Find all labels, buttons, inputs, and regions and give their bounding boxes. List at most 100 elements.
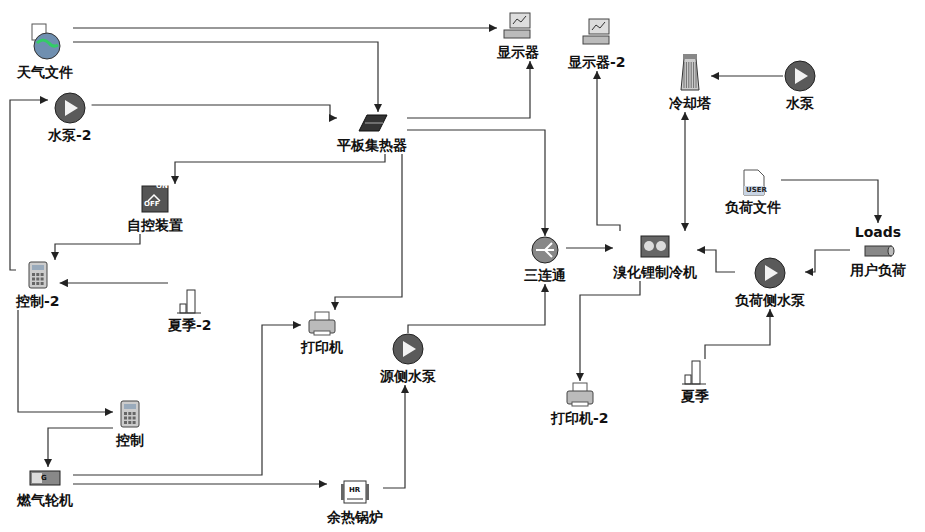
component-label: 溴化锂制冷机 — [613, 263, 697, 281]
flow-connector — [407, 130, 545, 236]
pump-icon — [53, 92, 87, 124]
icon-text: HR — [349, 486, 360, 494]
component-node: 天气文件 — [17, 23, 73, 81]
component-label: 源侧水泵 — [380, 367, 436, 385]
component-icon — [563, 381, 597, 407]
flow-connector — [781, 180, 878, 223]
component-label: Loads — [855, 223, 901, 241]
component-node: 余热锅炉 — [327, 478, 383, 526]
pump-icon — [753, 257, 787, 289]
component-icon — [21, 260, 55, 290]
component-node: 负荷侧水泵 — [735, 257, 805, 309]
component-node: 夏季-2 — [168, 288, 212, 334]
flow-connector — [18, 310, 113, 412]
component-label: 负荷文件 — [725, 198, 781, 216]
component-node: 溴化锂制冷机 — [613, 231, 697, 281]
collector-icon — [355, 112, 389, 134]
flow-connector — [711, 75, 783, 76]
component-node: 燃气轮机 — [17, 467, 73, 509]
tower-icon — [673, 52, 707, 92]
component-node: 显示器 — [497, 11, 539, 61]
component-node: 控制-2 — [16, 260, 60, 310]
component-label: 水泵 — [786, 94, 814, 112]
component-label: 用户负荷 — [850, 261, 906, 279]
flow-connector — [10, 100, 48, 270]
component-label: 平板集热器 — [337, 136, 407, 154]
component-label: 显示器 — [497, 43, 539, 61]
component-node: 水泵 — [783, 60, 817, 112]
flow-connector — [73, 27, 497, 28]
printer-icon — [305, 310, 339, 336]
component-icon — [638, 231, 672, 261]
pump-icon — [783, 60, 817, 92]
bars-icon — [678, 359, 712, 385]
component-label: 打印机-2 — [551, 409, 609, 427]
component-node: 三连通 — [524, 236, 566, 284]
component-node: 平板集热器 — [337, 112, 407, 154]
flow-connector — [383, 385, 405, 488]
component-icon — [113, 399, 147, 429]
component-node: 自控装置 — [127, 184, 183, 234]
component-icon — [28, 23, 62, 61]
flow-connector — [684, 112, 685, 231]
flow-connector — [805, 250, 850, 272]
component-node: 夏季 — [678, 359, 712, 405]
flow-connector — [73, 325, 301, 475]
flow-connector — [60, 282, 168, 283]
component-icon — [53, 92, 87, 124]
component-icon — [173, 288, 207, 314]
component-node: 源侧水泵 — [380, 333, 436, 385]
bars-icon — [173, 288, 207, 314]
flow-connector — [566, 247, 613, 248]
component-label: 余热锅炉 — [327, 508, 383, 526]
flow-connector — [597, 71, 620, 231]
component-node: 控制 — [113, 399, 147, 449]
component-icon — [528, 236, 562, 264]
flow-connector — [73, 483, 327, 484]
component-node: 打印机-2 — [551, 381, 609, 427]
component-label: 控制 — [116, 431, 144, 449]
icon-text: G — [41, 474, 47, 482]
weather-icon — [28, 23, 62, 61]
icon-text: USER — [746, 186, 767, 194]
icon-text: ON — [156, 182, 168, 190]
component-icon — [501, 11, 535, 41]
calc-icon — [113, 399, 147, 429]
component-label: 燃气轮机 — [17, 491, 73, 509]
component-node: Loads 用户负荷 — [850, 223, 906, 279]
printer-icon — [563, 381, 597, 407]
chiller-icon — [638, 231, 672, 261]
monitor-icon — [580, 17, 614, 51]
tee-icon — [528, 236, 562, 264]
flow-connector — [580, 281, 640, 381]
component-icon — [355, 112, 389, 134]
flow-connector — [407, 61, 530, 118]
icon-text: OFF — [144, 200, 160, 208]
component-label: 显示器-2 — [568, 53, 626, 71]
pump-icon — [391, 333, 425, 365]
flow-connector — [175, 154, 385, 184]
flow-connector — [408, 284, 545, 333]
component-icon — [391, 333, 425, 365]
component-label: 水泵-2 — [48, 126, 92, 144]
component-node: 打印机 — [301, 310, 343, 356]
component-label: 夏季 — [681, 387, 709, 405]
flow-connector — [705, 309, 770, 359]
component-label: 自控装置 — [127, 216, 183, 234]
pipe-icon — [861, 243, 895, 259]
flow-connector — [335, 154, 402, 310]
component-icon — [783, 60, 817, 92]
component-label: 负荷侧水泵 — [735, 291, 805, 309]
component-node: 冷却塔 — [669, 52, 711, 112]
calc-icon — [21, 260, 55, 290]
flow-connector — [55, 234, 140, 260]
flow-connector — [73, 42, 378, 112]
flow-connector — [92, 105, 337, 118]
component-label: 三连通 — [524, 266, 566, 284]
component-icon — [673, 52, 707, 92]
monitor-icon — [501, 11, 535, 41]
component-icon — [678, 359, 712, 385]
component-label: 控制-2 — [16, 292, 60, 310]
component-label: 夏季-2 — [168, 316, 212, 334]
